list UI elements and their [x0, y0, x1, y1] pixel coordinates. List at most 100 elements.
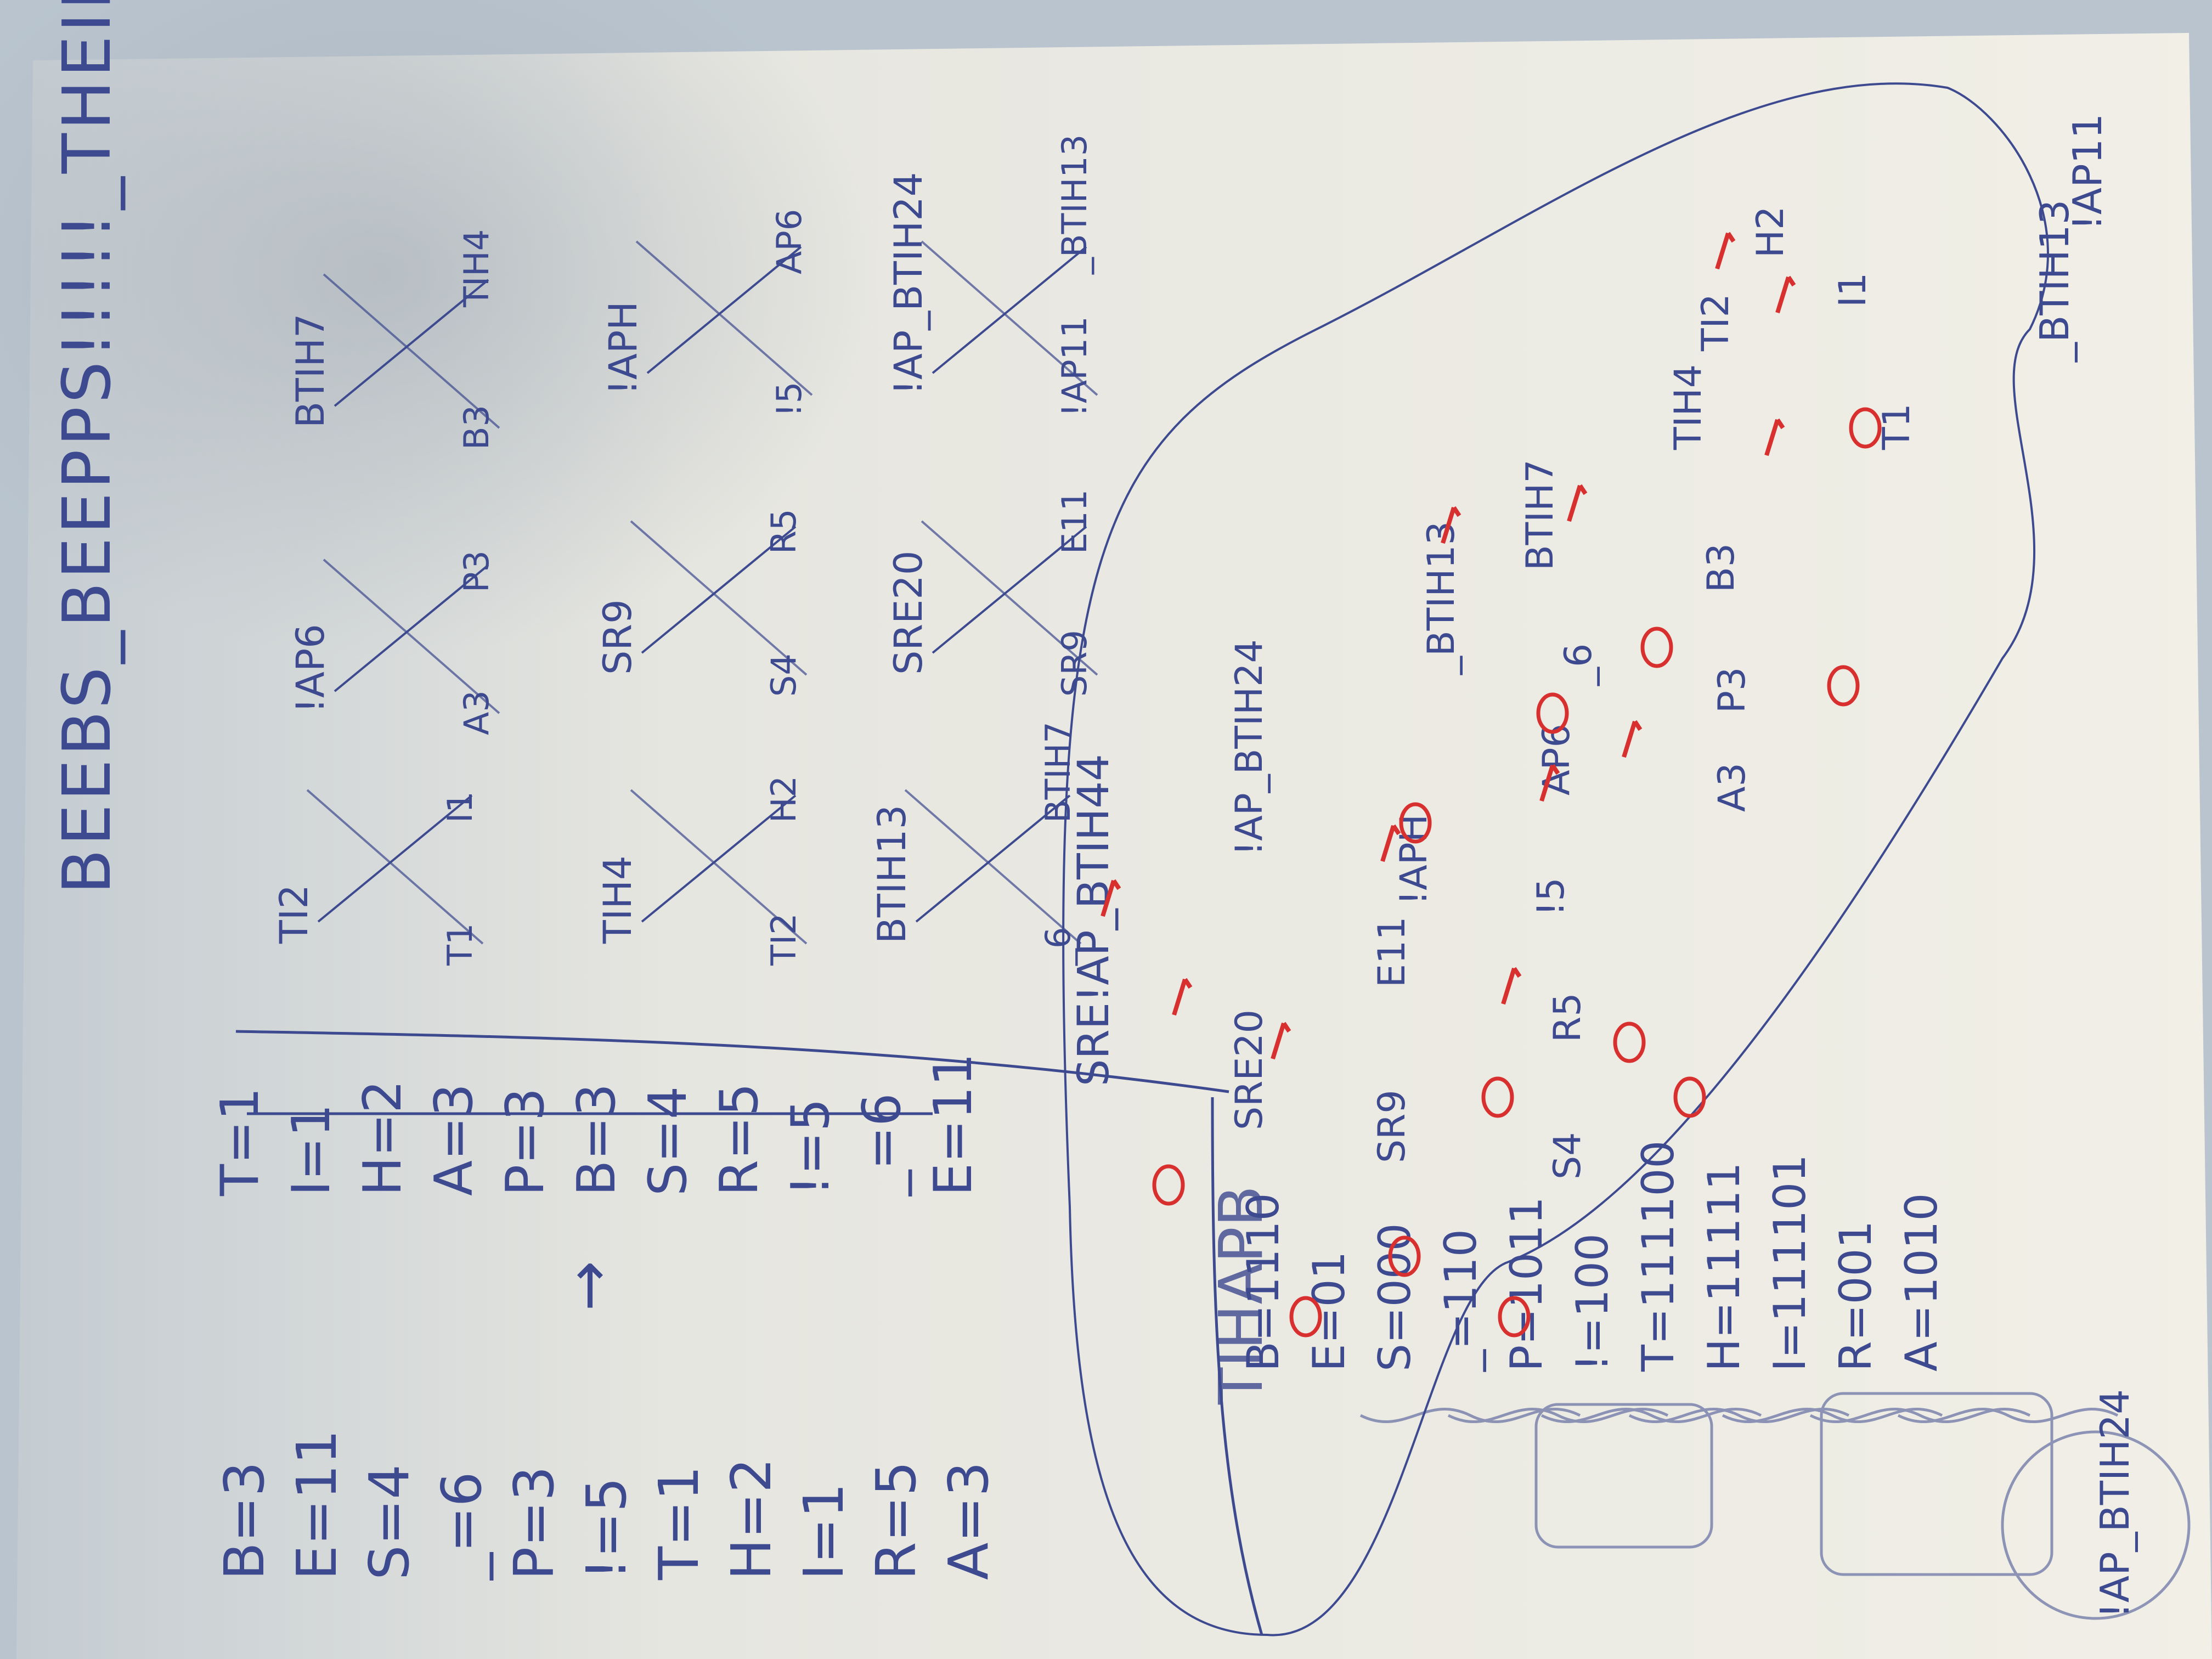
- pair-left-label: T1: [440, 923, 480, 966]
- pair-top-label: TIH4: [595, 855, 640, 944]
- freq-right-entry: R=5: [709, 1083, 770, 1196]
- tree-node-label: E11: [1370, 917, 1414, 988]
- pair-edge: [646, 246, 802, 374]
- edge-label-one: [1775, 275, 1796, 314]
- edge-label-one: [1172, 978, 1193, 1016]
- pair-edge: [334, 564, 489, 692]
- tree-node-label: BTIH7: [1519, 459, 1562, 571]
- edge-label-zero: [1536, 692, 1569, 734]
- tree-node-label: SRE20: [1228, 1009, 1271, 1130]
- edge-label-one: [1101, 879, 1121, 917]
- edge-label-one: [1715, 232, 1736, 270]
- code-entry: E=01: [1304, 1251, 1355, 1372]
- tree-node-label: I1: [1831, 273, 1875, 307]
- pair-left-label: B3: [456, 405, 496, 450]
- freq-left-entry: E=11: [285, 1430, 349, 1580]
- scribbles: [1359, 1392, 2191, 1620]
- cross-out-line: [630, 520, 808, 676]
- freq-left-entry: !=5: [574, 1477, 639, 1581]
- edge-label-zero: [1388, 1235, 1421, 1277]
- freq-left-entry: P=3: [502, 1466, 566, 1580]
- cross-out-line: [635, 240, 813, 396]
- tree-outline: [1062, 82, 2049, 1637]
- code-entry: _=110: [1435, 1229, 1486, 1372]
- freq-right-entry: !=5: [781, 1098, 841, 1196]
- tree-node-label: S4: [1546, 1132, 1589, 1180]
- hand-shadow: [0, 0, 878, 658]
- code-entry: !=100: [1567, 1233, 1618, 1372]
- code-entry: B=1110: [1238, 1193, 1289, 1372]
- code-entry: I=111101: [1764, 1154, 1815, 1372]
- pair-top-label: TI2: [272, 884, 317, 944]
- pair-top-label: !AP_BTIH24: [886, 172, 931, 395]
- pair-edge: [641, 526, 797, 654]
- freq-right-entry: P=3: [495, 1088, 556, 1196]
- edge-label-zero: [1827, 665, 1860, 707]
- edge-label-zero: [1289, 1296, 1322, 1338]
- freq-right-entry: I=1: [281, 1104, 342, 1196]
- tree-node-label: TI2: [1694, 294, 1737, 352]
- tree-node-label: !AP_BTIH24: [1228, 639, 1271, 856]
- tree-root-label: SRE!AP_BTIH44: [1069, 754, 1119, 1086]
- edge-label-zero: [1399, 802, 1432, 844]
- edge-label-zero: [1640, 627, 1673, 668]
- edge-label-zero: [1498, 1296, 1531, 1338]
- tree-node-label: P3: [1711, 667, 1754, 713]
- edge-label-one: [1764, 418, 1785, 456]
- pair-left-label: !AP11: [1054, 316, 1094, 417]
- pair-right-label: TIH4: [456, 229, 496, 308]
- freq-right-entry: H=2: [353, 1080, 413, 1196]
- pair-edge: [932, 526, 1087, 654]
- pair-top-label: !APH: [601, 301, 646, 395]
- divider-bottom: [1211, 1097, 1263, 1635]
- pair-edge: [317, 794, 473, 923]
- pair-edge: [932, 246, 1087, 374]
- freq-left-entry: S=4: [357, 1464, 421, 1580]
- tree-node-label: T1: [1875, 403, 1918, 450]
- pair-top-label: SR9: [595, 599, 640, 675]
- pair-edge: [334, 279, 489, 407]
- pair-top-label: BTIH7: [288, 313, 333, 428]
- pair-top-label: BTIH13: [870, 805, 915, 944]
- tree-node-label: !5: [1530, 877, 1573, 916]
- cross-out-line: [921, 240, 1098, 396]
- tree-node-label: R5: [1546, 992, 1589, 1042]
- divider-vertical: [235, 1030, 1229, 1093]
- cross-out-line: [630, 789, 808, 945]
- code-entry: S=000: [1369, 1223, 1420, 1372]
- pair-left-label: A3: [456, 690, 496, 735]
- freq-right-entry: A=3: [424, 1084, 484, 1196]
- pair-top-label: SRE20: [886, 551, 931, 675]
- edge-label-zero: [1481, 1076, 1514, 1118]
- pair-left-label: SR9: [1054, 630, 1094, 697]
- freq-left-entry: T=1: [647, 1466, 711, 1581]
- freq-left-entry: _=6: [430, 1472, 494, 1581]
- tree-node-label: AP6: [1535, 724, 1578, 795]
- tree-node-label: A3: [1711, 763, 1754, 812]
- bottom-note: !AP11: [2064, 114, 2111, 230]
- code-entry: P=1011: [1501, 1197, 1552, 1372]
- edge-label-one: [1380, 824, 1401, 862]
- bottom-note: !AP_BTIH24: [2092, 1389, 2138, 1618]
- arrow-glyph: →: [553, 1261, 623, 1311]
- pair-right-label: E11: [1054, 489, 1094, 554]
- freq-right-entry: S=4: [638, 1086, 698, 1196]
- pair-right-label: I1: [440, 791, 480, 823]
- freq-right-entry: B=3: [567, 1084, 627, 1196]
- pair-edge: [641, 794, 797, 923]
- freq-left-entry: I=1: [792, 1483, 856, 1580]
- code-entry: R=001: [1830, 1221, 1881, 1372]
- edge-label-one: [1271, 1022, 1291, 1060]
- edge-label-zero: [1152, 1164, 1185, 1206]
- freq-right-entry: _=6: [852, 1093, 912, 1197]
- bottom-note: _BTIH13: [2032, 200, 2078, 363]
- pair-edge: [915, 794, 1071, 923]
- pair-left-label: TI2: [764, 913, 804, 966]
- tree-title: TIHAPB: [1206, 1186, 1276, 1405]
- cross-out-line: [306, 789, 484, 945]
